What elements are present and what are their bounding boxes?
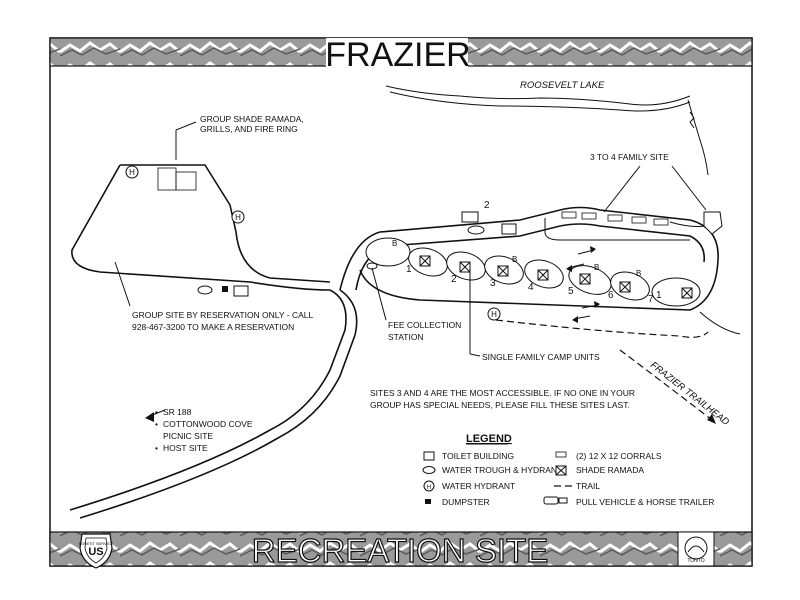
hydrant-icon	[423, 480, 435, 492]
legend-item-toilet: TOILET BUILDING	[442, 451, 514, 461]
trailhead-trail	[619, 349, 713, 421]
site-number-2: 2	[484, 200, 490, 211]
legend: LEGEND TOILET BUILDING WATER TROUGH & HY…	[422, 433, 714, 507]
svg-text:TONTO: TONTO	[687, 558, 704, 564]
legend-item-trail: TRAIL	[576, 481, 600, 491]
camp-unit	[651, 277, 701, 307]
svg-text:H: H	[427, 485, 431, 491]
ramada-letter: B	[392, 239, 397, 248]
site-number: 1	[656, 290, 662, 301]
toilet-icon	[233, 285, 249, 297]
hydrant-icon	[125, 165, 139, 179]
lake-shoreline	[385, 85, 691, 106]
site-number: 3	[490, 278, 496, 289]
accessibility-note-1: SITES 3 AND 4 ARE THE MOST ACCESSIBLE. I…	[370, 388, 635, 398]
family-site-building	[703, 211, 723, 235]
dumpster-icon	[222, 286, 228, 292]
camp-unit	[365, 237, 411, 267]
reservation-label-2: 928-467-3200 TO MAKE A RESERVATION	[132, 322, 294, 332]
direction-picnic: PICNIC SITE	[163, 431, 213, 441]
site-number: 2	[451, 274, 457, 285]
fee-station-label-1: FEE COLLECTION	[388, 320, 461, 330]
svg-text:H: H	[235, 213, 241, 222]
direction-sr188: SR 188	[163, 407, 192, 417]
water-trough-icon	[422, 466, 436, 474]
svg-text:•: •	[155, 419, 158, 429]
svg-text:H: H	[491, 310, 497, 319]
map-frame	[49, 37, 753, 567]
site-number: 7	[648, 294, 654, 305]
toilet-icon	[461, 211, 479, 223]
site-number: 1	[406, 264, 412, 275]
water-trough-icon	[467, 225, 485, 235]
ramada-letter: B	[512, 255, 517, 264]
fee-station-label-2: STATION	[388, 332, 424, 342]
svg-text:H: H	[129, 168, 135, 177]
pull-through-arrows	[566, 246, 600, 323]
site-subtitle: RECREATION SITE	[252, 532, 548, 569]
site-number: 6	[608, 290, 614, 301]
legend-item-ramada: SHADE RAMADA	[576, 465, 644, 475]
group-ramada-label-1: GROUP SHADE RAMADA,	[200, 114, 304, 124]
toilet-icon	[423, 451, 435, 461]
family-site-label: 3 TO 4 FAMILY SITE	[590, 152, 669, 162]
pull-vehicle-icon	[543, 496, 559, 505]
bottom-banner	[49, 531, 753, 567]
legend-item-hydrant: WATER HYDRANT	[442, 481, 515, 491]
accessibility-note-2: GROUP HAS SPECIAL NEEDS, PLEASE FILL THE…	[370, 400, 630, 410]
direction-host: HOST SITE	[163, 443, 208, 453]
dumpster-icon	[425, 499, 431, 504]
direction-cottonwood: COTTONWOOD COVE	[163, 419, 253, 429]
svg-text:•: •	[155, 407, 158, 417]
usfs-shield-logo: US FOREST SERVICE	[79, 533, 114, 569]
site-number: 4	[528, 282, 534, 293]
ramada-letter: B	[594, 263, 599, 272]
ramada-letter: B	[636, 269, 641, 278]
trail-line	[495, 319, 709, 338]
svg-text:FOREST SERVICE: FOREST SERVICE	[79, 541, 114, 546]
site-title: FRAZIER	[325, 36, 470, 74]
single-family-label: SINGLE FAMILY CAMP UNITS	[482, 352, 600, 362]
access-road	[69, 289, 347, 511]
site-number: 5	[568, 286, 574, 297]
reservation-label-1: GROUP SITE BY RESERVATION ONLY - CALL	[132, 310, 314, 320]
group-ramada-label-2: GRILLS, AND FIRE RING	[200, 124, 298, 134]
lake-label: ROOSEVELT LAKE	[520, 80, 605, 91]
stream-line	[687, 99, 709, 176]
legend-item-dumpster: DUMPSTER	[442, 497, 490, 507]
corral-icon	[555, 451, 567, 458]
shade-ramadas	[419, 255, 693, 299]
legend-title: LEGEND	[466, 433, 512, 445]
forest-seal-logo: TONTO	[677, 531, 715, 567]
svg-text:US: US	[88, 546, 103, 558]
water-trough-icon	[197, 285, 213, 295]
legend-item-pull-vehicle: PULL VEHICLE & HORSE TRAILER	[576, 497, 714, 507]
legend-item-trough: WATER TROUGH & HYDRANT	[442, 465, 562, 475]
hydrant-icon	[231, 210, 245, 224]
toilet-icon	[501, 223, 517, 235]
hydrant-icon	[487, 307, 501, 321]
legend-item-corrals: (2) 12 X 12 CORRALS	[576, 451, 662, 461]
svg-text:•: •	[155, 443, 158, 453]
corral-row	[561, 211, 669, 226]
